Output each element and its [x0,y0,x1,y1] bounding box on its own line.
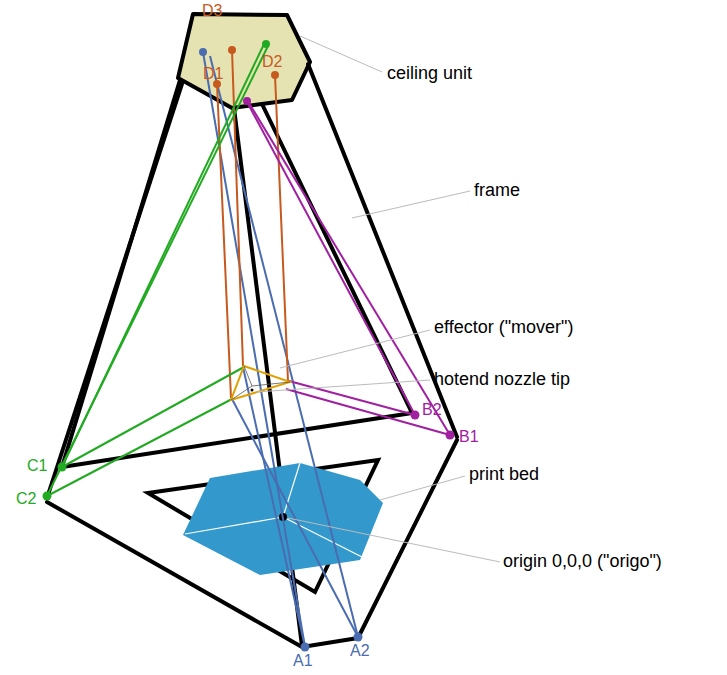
rod-label: D3 [202,2,222,20]
rod-label: A2 [350,642,370,660]
leader-lines [256,36,500,562]
rod-label: C1 [27,457,47,475]
rod-label: B1 [459,428,479,446]
part-name: print bed [469,465,539,485]
part-name: origin 0,0,0 ("origo") [503,552,662,572]
effector [231,366,290,400]
frame [47,64,457,647]
b-rods [246,100,450,435]
part-name: frame [474,181,520,201]
rod-label: D2 [262,53,282,71]
rod-label: B2 [422,401,442,419]
rod-label: D1 [203,65,223,83]
part-name: effector ("mover") [434,318,573,338]
nozzle-tip [251,389,254,392]
effector-inner [231,366,290,400]
a-rods [203,52,358,647]
c-rods [47,42,268,496]
d-rods [217,50,288,398]
rod-label: A1 [293,652,313,670]
rod-label: C2 [16,490,36,508]
part-name: hotend nozzle tip [434,370,570,390]
joint-dots [43,40,455,652]
part-name: ceiling unit [387,64,472,84]
